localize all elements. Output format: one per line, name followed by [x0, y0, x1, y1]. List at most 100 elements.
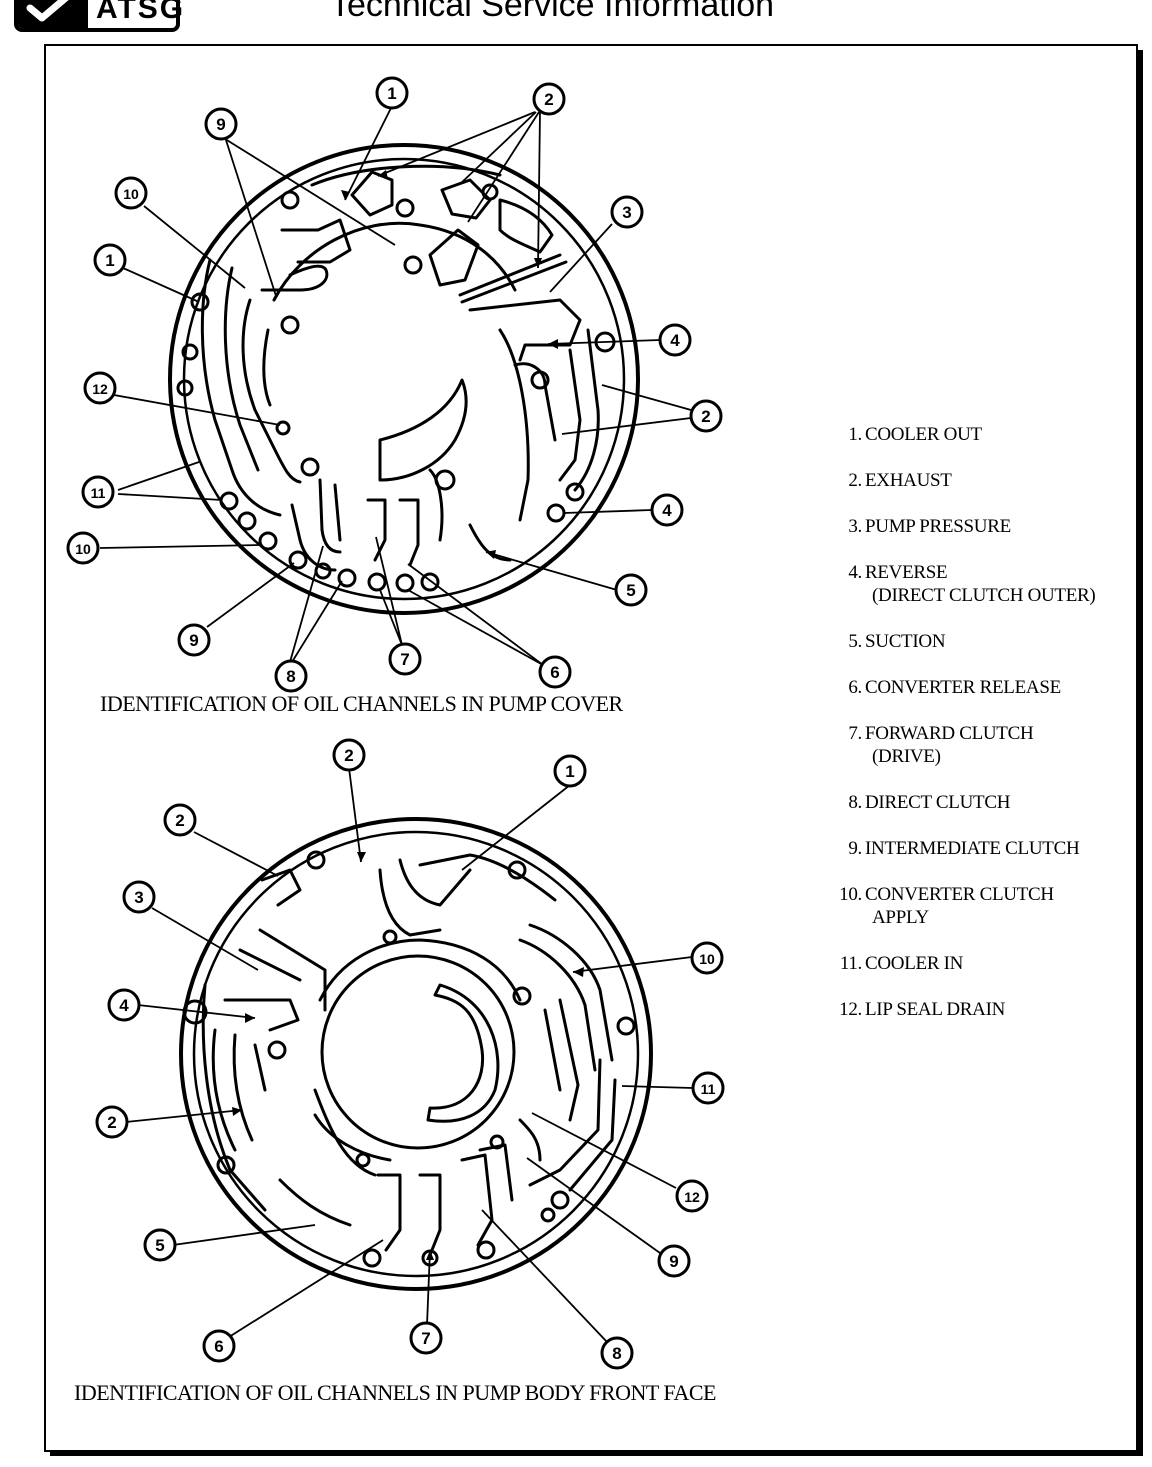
callout-circle [202, 1329, 236, 1363]
callout-circle [122, 880, 156, 914]
oil-channel-legend: 1.COOLER OUT 2.EXHAUST 3.PUMP PRESSURE 4.RE… [830, 423, 1130, 1044]
legend-item: 2.EXHAUST [830, 469, 1130, 492]
callout-number: 1 [387, 84, 396, 103]
legend-label: CONVERTER CLUTCH [865, 884, 1054, 905]
legend-label: INTERMEDIATE CLUTCH [865, 838, 1080, 859]
callout-number: 6 [550, 663, 559, 682]
legend-item: 8.DIRECT CLUTCH [830, 791, 1130, 814]
callout-number: 2 [107, 1113, 116, 1132]
legend-number: 2. [848, 470, 862, 491]
callout-circle [66, 531, 100, 565]
callout-circle [93, 243, 127, 277]
legend-item: 1.COOLER OUT [830, 423, 1130, 446]
figure-caption-pump-cover: IDENTIFICATION OF OIL CHANNELS IN PUMP C… [100, 691, 623, 716]
callout-number: 5 [155, 1236, 164, 1255]
legend-label: FORWARD CLUTCH [865, 723, 1034, 744]
legend-item: 7.FORWARD CLUTCH(DRIVE) [830, 722, 1130, 768]
callout-number: 10 [123, 186, 139, 202]
legend-label: EXHAUST [865, 470, 952, 491]
callout-circle [689, 399, 723, 433]
legend-item: 3.PUMP PRESSURE [830, 515, 1130, 538]
callout-circle [163, 803, 197, 837]
legend-label: LIP SEAL DRAIN [865, 999, 1006, 1020]
callout-circle [691, 1071, 725, 1105]
callout-number: 4 [119, 996, 129, 1015]
legend-label: CONVERTER RELEASE [865, 677, 1061, 698]
callout-number: 10 [699, 951, 715, 967]
callout-circle [614, 573, 648, 607]
atsg-logo: ATSG [14, 0, 183, 32]
legend-label: REVERSE [865, 562, 948, 583]
callout-number: 7 [400, 650, 409, 669]
legend-item: 11.COOLER IN [830, 952, 1130, 975]
callout-circle [657, 1244, 691, 1278]
callout-number: 12 [92, 381, 108, 397]
callout-number: 8 [286, 667, 295, 686]
legend-sublabel: (DIRECT CLUTCH OUTER) [872, 585, 1096, 606]
legend-label: COOLER IN [865, 953, 964, 974]
logo-text: ATSG [96, 0, 186, 25]
callout-number: 1 [105, 251, 114, 270]
callout-number: 2 [544, 90, 553, 109]
callout-number: 5 [626, 581, 635, 600]
legend-number: 10. [839, 884, 862, 905]
callout-circle [532, 82, 566, 116]
legend-label: DIRECT CLUTCH [865, 792, 1011, 813]
callout-circle [332, 738, 366, 772]
callout-circle [538, 655, 572, 689]
legend-item: 5.SUCTION [830, 630, 1130, 653]
legend-label: PUMP PRESSURE [865, 516, 1011, 537]
legend-item: 4.REVERSE(DIRECT CLUTCH OUTER) [830, 561, 1130, 607]
legend-number: 3. [848, 516, 862, 537]
legend-number: 4. [848, 562, 862, 583]
callout-number: 7 [421, 1329, 430, 1348]
legend-number: 8. [848, 792, 862, 813]
callout-circle [95, 1105, 129, 1139]
callout-number: 10 [75, 541, 91, 557]
callout-number: 9 [216, 115, 225, 134]
callout-circle [204, 107, 238, 141]
callout-number: 3 [134, 888, 143, 907]
callout-number: 4 [670, 331, 680, 350]
callout-circle [650, 493, 684, 527]
legend-label: COOLER OUT [865, 424, 982, 445]
callout-circle [675, 1179, 709, 1213]
legend-number: 6. [848, 677, 862, 698]
legend-number: 5. [848, 631, 862, 652]
callout-circle [107, 988, 141, 1022]
legend-number: 11. [839, 953, 862, 974]
legend-number: 12. [839, 999, 862, 1020]
figure-caption-pump-body: IDENTIFICATION OF OIL CHANNELS IN PUMP B… [74, 1380, 717, 1405]
callout-number: 1 [565, 762, 574, 781]
callout-number: 2 [701, 407, 710, 426]
callout-number: 2 [344, 746, 353, 765]
frame-shadow [1138, 50, 1143, 1455]
callout-number: 11 [701, 1081, 716, 1097]
callout-circle [375, 76, 409, 110]
callout-number: 12 [684, 1189, 700, 1205]
legend-item: 12.LIP SEAL DRAIN [830, 998, 1130, 1021]
callout-circle [600, 1336, 634, 1370]
callout-number: 6 [214, 1337, 223, 1356]
callout-number: 9 [669, 1252, 678, 1271]
callout-number: 9 [189, 631, 198, 650]
callout-circle [658, 323, 692, 357]
callout-number: 3 [622, 203, 631, 222]
checkmark-icon [18, 0, 88, 28]
legend-label: SUCTION [865, 631, 946, 652]
callout-circle [610, 195, 644, 229]
callout-circle [690, 941, 724, 975]
legend-number: 1. [848, 424, 862, 445]
legend-number: 9. [848, 838, 862, 859]
legend-item: 6.CONVERTER RELEASE [830, 676, 1130, 699]
callout-circle [409, 1321, 443, 1355]
legend-sublabel: (DRIVE) [872, 746, 941, 767]
callout-circle [177, 623, 211, 657]
callout-number: 8 [612, 1344, 621, 1363]
callout-circle [553, 754, 587, 788]
callout-circle [388, 642, 422, 676]
callout-number: 11 [91, 485, 106, 501]
legend-sublabel: APPLY [872, 907, 929, 928]
